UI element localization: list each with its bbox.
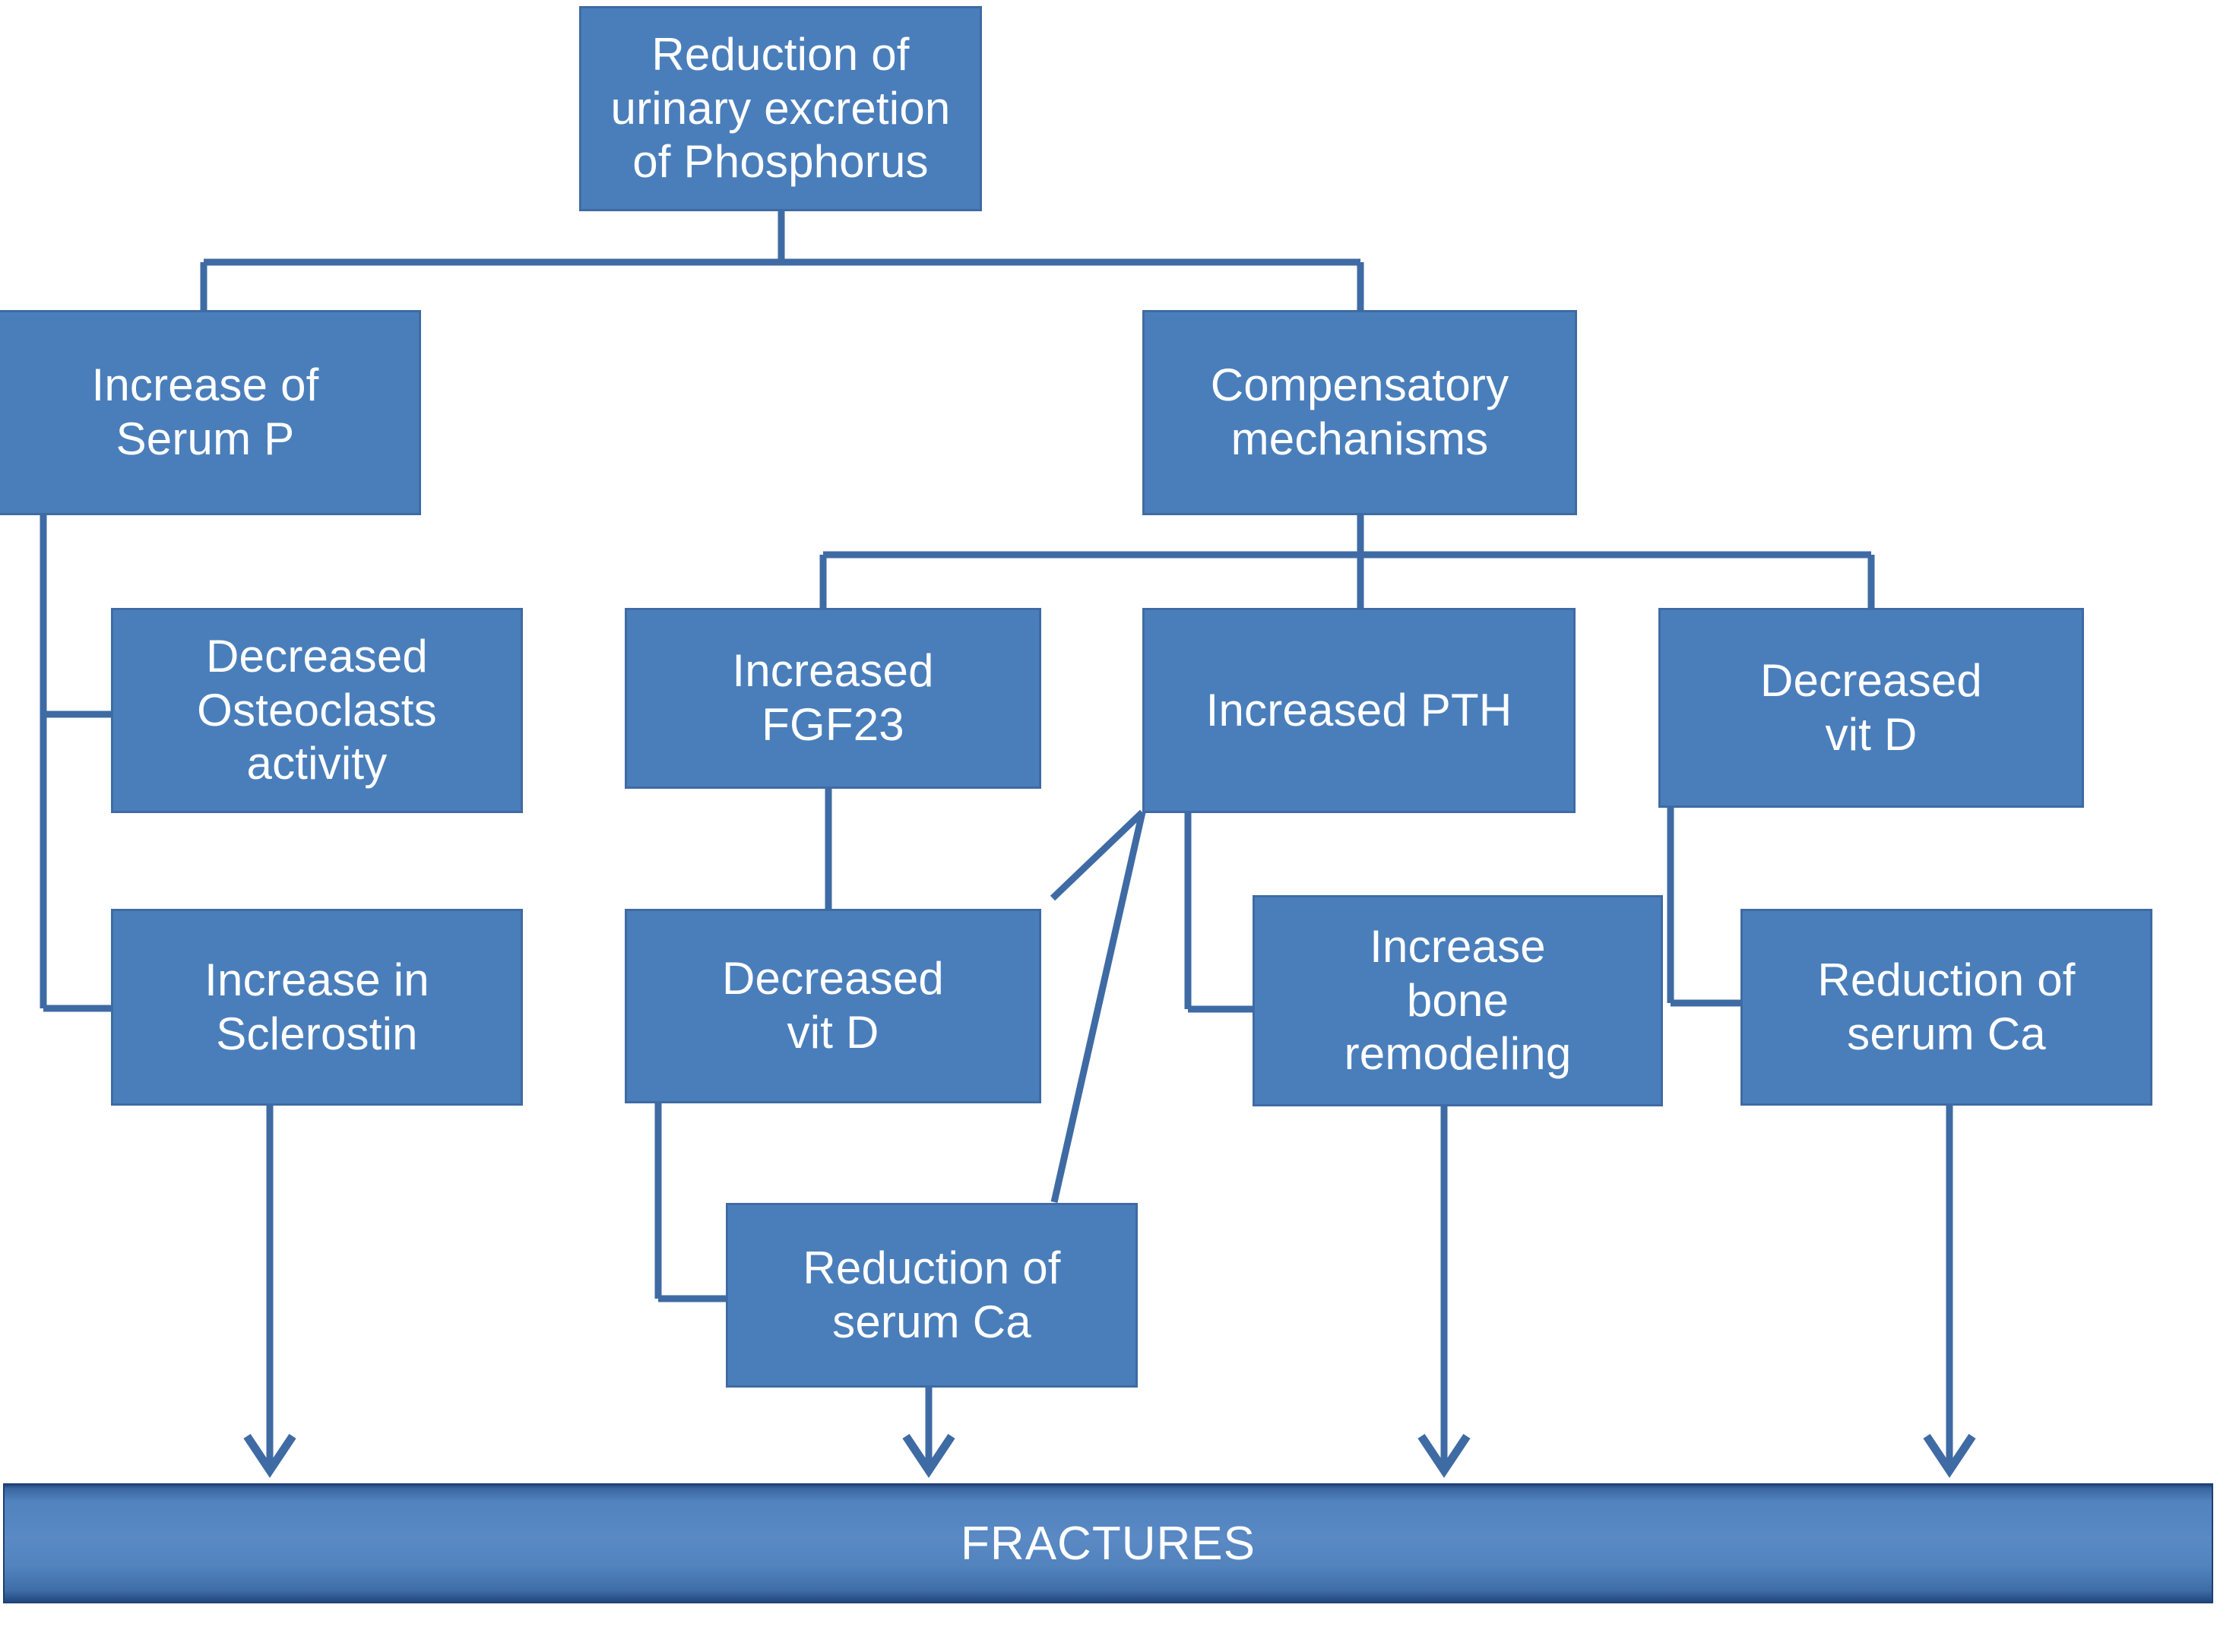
arrowhead-serumcaright	[1923, 1433, 1976, 1478]
node-increase-bone-remodeling[interactable]: Increase bone remodeling	[1253, 895, 1663, 1106]
node-compensatory-mechanisms[interactable]: Compensatory mechanisms	[1142, 310, 1577, 515]
node-decreased-vit-d-middle[interactable]: Decreased vit D	[625, 909, 1041, 1103]
edge-pth-to-serum-ca	[1050, 812, 1146, 1203]
node-fractures[interactable]: FRACTURES	[3, 1483, 2213, 1603]
node-decreased-osteoclasts-activity[interactable]: Decreased Osteoclasts activity	[111, 608, 523, 813]
node-reduction-urinary-excretion-phosphorus[interactable]: Reduction of urinary excretion of Phosph…	[579, 6, 982, 211]
node-increase-serum-p[interactable]: Increase of Serum P	[0, 310, 421, 515]
node-reduction-serum-ca-middle[interactable]: Reduction of serum Ca	[726, 1203, 1138, 1388]
node-reduction-serum-ca-right[interactable]: Reduction of serum Ca	[1740, 909, 2152, 1106]
node-increased-pth[interactable]: Increased PTH	[1142, 608, 1576, 813]
node-decreased-vit-d-right[interactable]: Decreased vit D	[1658, 608, 2084, 808]
arrowhead-serumcamid	[902, 1433, 955, 1478]
arrowhead-sclerostin	[243, 1433, 296, 1478]
node-increased-fgf23[interactable]: Increased FGF23	[625, 608, 1041, 789]
edge-pth-diagonal-up	[1050, 809, 1145, 901]
node-increase-in-sclerostin[interactable]: Increase in Sclerostin	[111, 909, 523, 1106]
arrowhead-boneremodel	[1417, 1433, 1471, 1478]
